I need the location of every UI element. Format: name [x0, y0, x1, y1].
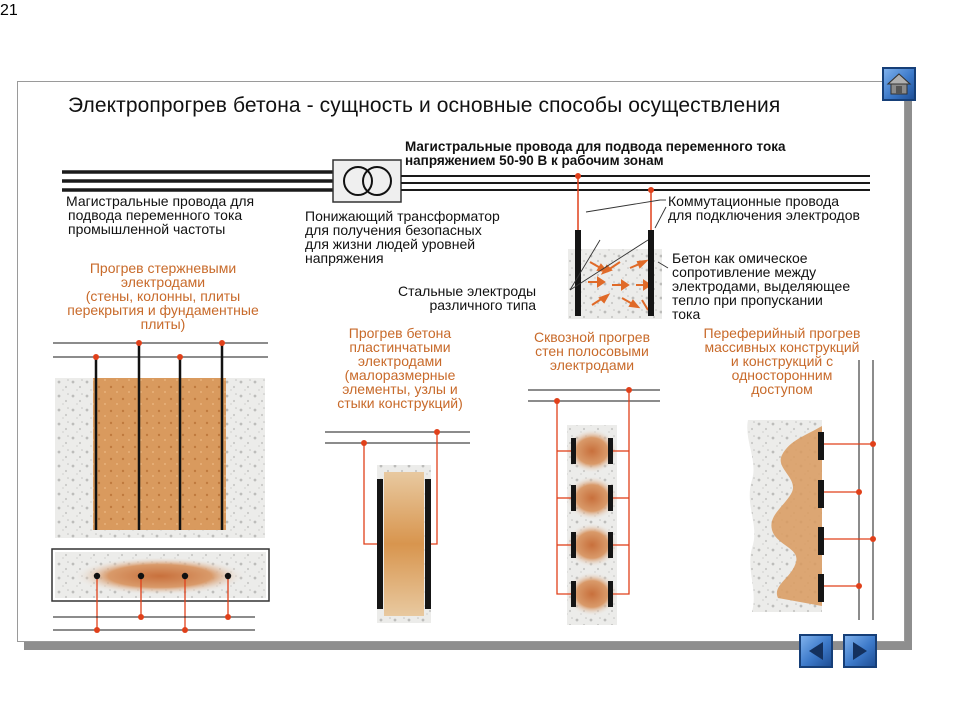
rod-method-wall	[53, 340, 268, 538]
label-concrete: Бетон как омическое сопротивление между …	[672, 250, 851, 322]
working-mains-wires	[401, 175, 870, 191]
leader-lines	[569, 199, 669, 291]
demo-connection-dot	[648, 187, 654, 193]
demo-connection-dot	[575, 173, 581, 179]
rod-method-slab	[51, 548, 270, 633]
arrow-right-icon	[853, 642, 867, 660]
page-title: Электропрогрев бетона - сущность и основ…	[68, 94, 781, 117]
label-mains-industrial: Магистральные провода для подвода переме…	[66, 193, 255, 237]
slide-number: 21	[0, 2, 18, 19]
method-strip-label: Сквозной прогрев стен полосовыми электро…	[533, 329, 651, 373]
method-plate-label: Прогрев бетона пластинчатыми электродами…	[337, 325, 463, 411]
label-transformer: Понижающий трансформатор для получения б…	[305, 208, 500, 266]
home-icon	[886, 73, 912, 95]
demo-steel-electrodes	[575, 230, 654, 316]
previous-slide-button[interactable]	[799, 634, 833, 668]
method-rod-label: Прогрев стержневыми электродами (стены, …	[67, 260, 259, 332]
transformer	[332, 159, 402, 203]
label-steel-electrodes: Стальные электроды различного типа	[398, 283, 537, 313]
arrow-left-icon	[809, 642, 823, 660]
home-button[interactable]	[882, 67, 916, 101]
label-switch-wires: Коммутационные провода для подключения э…	[668, 193, 860, 223]
demo-switch-wires	[577, 176, 652, 232]
plate-method	[325, 429, 470, 623]
demo-current-arrows	[588, 259, 652, 311]
next-slide-button[interactable]	[843, 634, 877, 668]
peripheral-method	[747, 360, 876, 620]
label-mains-working: Магистральные провода для подвода переме…	[405, 139, 786, 168]
industrial-mains-wires	[62, 170, 335, 192]
method-peripheral-label: Переферийный прогрев массивных конструкц…	[703, 325, 861, 397]
strip-method	[528, 387, 660, 625]
